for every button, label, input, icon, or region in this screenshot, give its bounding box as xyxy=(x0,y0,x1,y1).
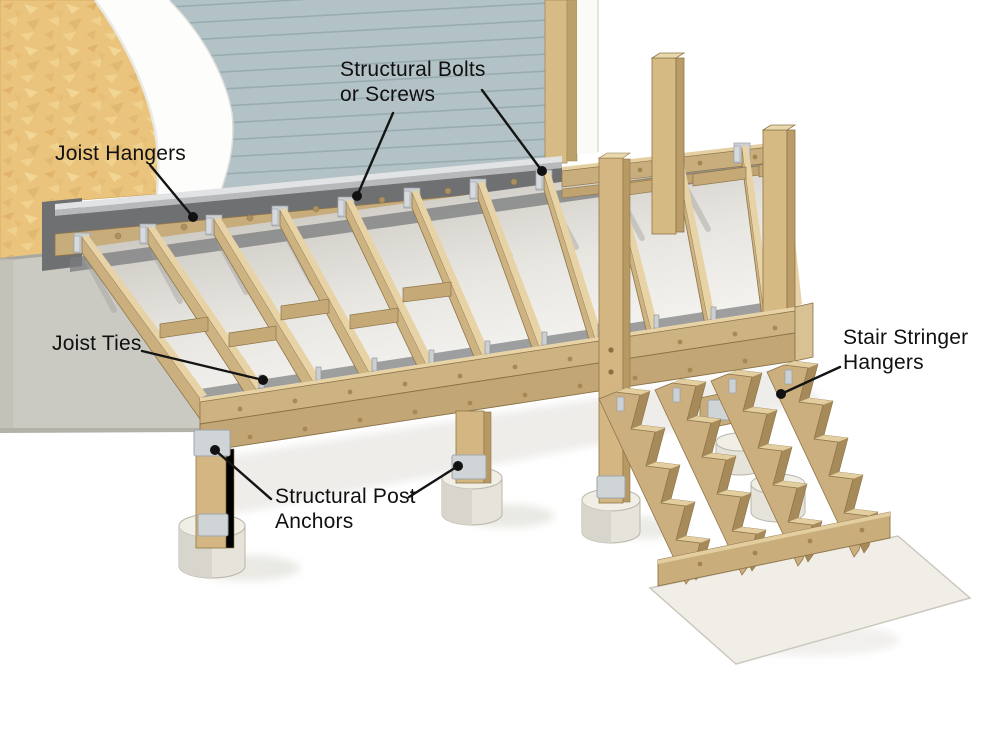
ledger-screws xyxy=(114,178,518,240)
leader-dot xyxy=(188,212,198,222)
foundation-wall xyxy=(0,249,205,433)
support-post-side xyxy=(483,411,492,484)
stair-stringer xyxy=(710,369,823,567)
label-post-anchors: Structural Post Anchors xyxy=(275,485,416,533)
post-anchor-top xyxy=(193,429,231,457)
house-corner-board xyxy=(544,0,578,164)
post-anchor-bottom xyxy=(197,513,229,537)
leader-dot xyxy=(537,166,547,176)
right-post-assembly xyxy=(581,152,641,544)
stair-stringer xyxy=(598,387,711,585)
drip-cap-light xyxy=(55,156,562,210)
stairs xyxy=(598,360,972,665)
front-rim-and-beam xyxy=(199,302,814,453)
beam-end-cap xyxy=(794,302,814,362)
railing-post xyxy=(650,52,686,235)
house-wrap xyxy=(95,0,234,194)
label-stringer-hangers: Stair Stringer Hangers xyxy=(843,326,969,374)
house-end-wall xyxy=(577,0,599,154)
left-support-post-assembly xyxy=(178,429,246,579)
leader-dot xyxy=(776,389,786,399)
post-anchor-bottom xyxy=(451,454,487,480)
label-joist-ties: Joist Ties xyxy=(52,332,142,355)
mid-support-post-assembly xyxy=(441,410,503,526)
kick-board xyxy=(657,511,891,587)
leader-dots xyxy=(188,166,786,471)
railing-support-post-side xyxy=(622,158,631,503)
stringer-hanger xyxy=(784,369,793,385)
leader-line xyxy=(213,448,273,501)
leader-line xyxy=(140,349,265,382)
house-wrap-edge xyxy=(168,0,236,191)
label-joist-hangers: Joist Hangers xyxy=(55,142,186,165)
stair-stringer xyxy=(766,360,879,558)
leader-dot xyxy=(258,375,268,385)
house-wall xyxy=(0,0,599,263)
leader-dot xyxy=(453,461,463,471)
stringer-hanger xyxy=(672,387,681,403)
railing-support-post xyxy=(598,157,624,504)
leader-lines xyxy=(140,88,842,501)
railing-post-corner xyxy=(761,124,797,314)
rim-top-edge xyxy=(200,307,795,402)
flashing-dark-band xyxy=(55,168,562,234)
post-anchor-bottom xyxy=(596,475,626,499)
post-top-cap xyxy=(597,152,631,159)
leader-dot xyxy=(210,445,220,455)
stringer-hanger xyxy=(616,396,625,412)
railing-posts xyxy=(650,52,797,314)
leader-line xyxy=(779,365,842,396)
stair-stringer xyxy=(654,378,767,576)
stringer-hanger xyxy=(728,378,737,394)
leader-line xyxy=(355,111,395,198)
leader-dot xyxy=(352,191,362,201)
leader-line xyxy=(148,163,195,219)
leader-line xyxy=(407,464,460,499)
label-structural-bolts: Structural Bolts or Screws xyxy=(340,58,486,106)
leader-line xyxy=(480,88,544,173)
